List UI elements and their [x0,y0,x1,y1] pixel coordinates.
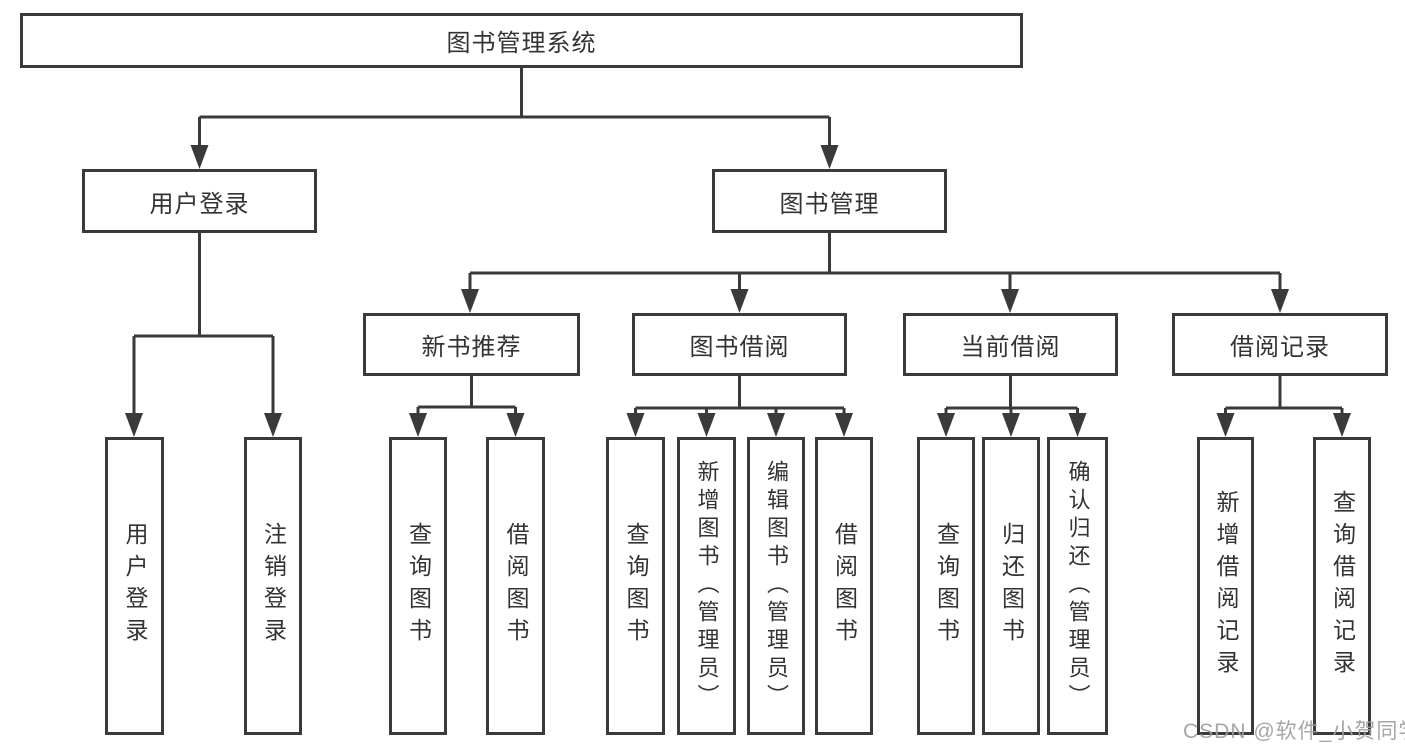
node-label: 图书借阅 [689,334,790,361]
connector-root-to-level2 [190,68,839,169]
leaf-add-books-admin: 新增图书（管理员） [677,437,736,735]
leaf-logout: 注销登录 [244,437,302,735]
node-system-root: 图书管理系统 [20,13,1023,68]
connector-new-book-children [409,376,525,437]
node-label: 编辑图书（管理员） [764,460,789,712]
node-label: 借阅记录 [1230,334,1330,361]
node-current-borrowing: 当前借阅 [903,313,1118,376]
node-label: 新书推荐 [421,334,522,361]
node-user-login: 用户登录 [82,169,317,233]
leaf-query-borrow-record: 查询借阅记录 [1313,437,1371,735]
node-label: 注销登录 [260,522,287,650]
node-new-book-recommend: 新书推荐 [363,313,580,376]
connector-current-borrow-children [937,376,1087,437]
leaf-borrow-books-2: 借阅图书 [815,437,873,735]
node-label: 用户登录 [149,190,250,218]
node-label: 确认归还（管理员） [1065,460,1091,712]
leaf-query-books-1: 查询图书 [389,437,447,735]
leaf-confirm-return-admin: 确认归还（管理员） [1047,437,1108,735]
connector-borrow-record-children [1216,376,1351,437]
leaf-borrow-books-1: 借阅图书 [486,437,545,735]
connector-book-mgmt-children [461,233,1289,313]
node-label: 归还图书 [998,522,1025,650]
connector-user-login-children [125,233,282,437]
leaf-return-books: 归还图书 [982,437,1040,735]
node-label: 查询图书 [933,522,960,650]
node-label: 图书管理系统 [446,30,597,57]
leaf-query-books-3: 查询图书 [917,437,975,735]
node-label: 查询图书 [623,522,649,650]
leaf-edit-books-admin: 编辑图书（管理员） [747,437,805,735]
leaf-query-books-2: 查询图书 [606,437,665,735]
node-label: 新增图书（管理员） [694,460,720,712]
node-book-management: 图书管理 [712,169,947,233]
node-borrowing-records: 借阅记录 [1172,313,1388,376]
node-book-borrowing: 图书借阅 [632,313,847,376]
leaf-add-borrow-record: 新增借阅记录 [1197,437,1254,735]
node-label: 查询借阅记录 [1329,490,1356,682]
node-label: 查询图书 [405,522,432,650]
node-label: 当前借阅 [960,334,1061,361]
leaf-user-login: 用户登录 [105,437,164,735]
node-label: 借阅图书 [831,522,858,650]
connector-book-borrow-children [626,376,853,437]
node-label: 借阅图书 [503,522,529,650]
node-label: 新增借阅记录 [1213,490,1239,682]
node-label: 用户登录 [122,522,148,650]
node-label: 图书管理 [779,190,880,218]
csdn-watermark: CSDN @软件_小贺同学 [1183,720,1405,743]
